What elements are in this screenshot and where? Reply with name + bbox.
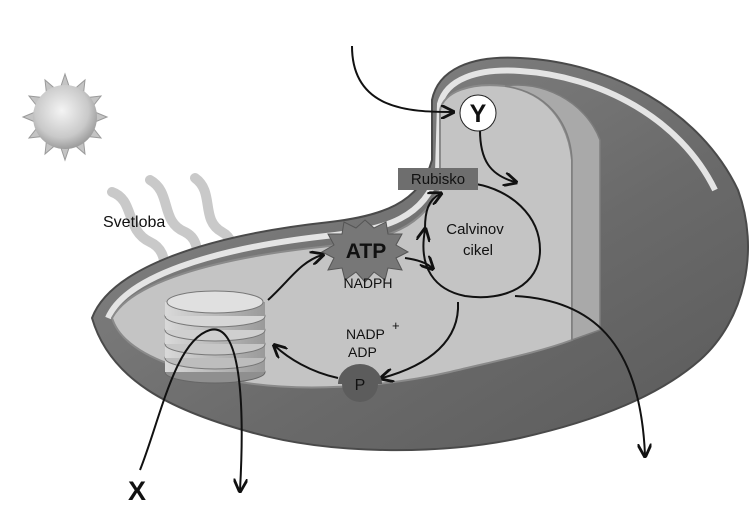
granum-stack bbox=[165, 291, 265, 383]
light-label: Svetloba bbox=[103, 214, 165, 231]
calvin-cycle-label-line1: Calvinov bbox=[446, 221, 504, 238]
y-marker: Y bbox=[460, 95, 496, 131]
nadp-superscript: + bbox=[392, 318, 400, 333]
y-marker-label: Y bbox=[470, 100, 487, 128]
rubisco-label: Rubisko bbox=[411, 171, 465, 188]
calvin-cycle-label-line2: cikel bbox=[463, 242, 493, 259]
rubisco-box: Rubisko bbox=[398, 168, 478, 190]
x-marker-label: X bbox=[128, 476, 146, 506]
adp-label: ADP bbox=[348, 344, 377, 360]
atp-label: ATP bbox=[346, 240, 386, 263]
nadp-label: NADP bbox=[346, 326, 385, 342]
phosphate-label: P bbox=[355, 377, 366, 394]
nadph-label: NADPH bbox=[343, 275, 392, 291]
sun-icon bbox=[23, 74, 107, 160]
